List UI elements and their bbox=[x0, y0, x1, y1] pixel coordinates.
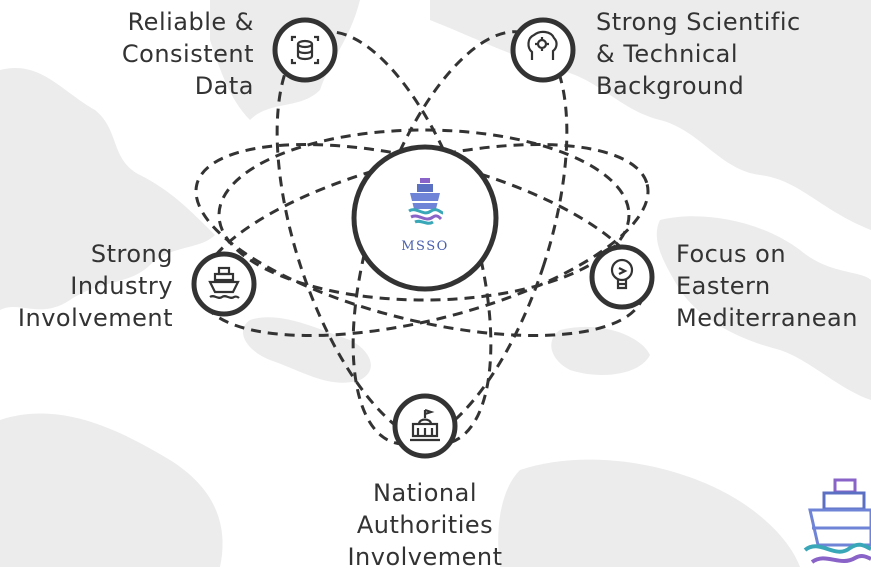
label-line: Background bbox=[596, 72, 745, 100]
node-industry bbox=[191, 251, 257, 317]
center-node bbox=[351, 144, 499, 292]
center-brand-label: MSSO bbox=[401, 239, 449, 254]
brain-gear-icon bbox=[527, 30, 558, 60]
label-focus: Focus on Eastern Mediterranean bbox=[676, 238, 858, 334]
msso-ship-logo-icon bbox=[803, 478, 871, 564]
label-line: Involvement bbox=[347, 543, 503, 571]
label-reliable: Reliable & Consistent Data bbox=[122, 6, 254, 102]
label-line: Authorities bbox=[356, 511, 494, 539]
government-building-icon bbox=[410, 408, 440, 442]
label-line: Eastern bbox=[676, 272, 771, 300]
label-industry: Strong Industry Involvement bbox=[18, 238, 173, 334]
label-line: Consistent bbox=[121, 40, 254, 68]
ship-logo-icon bbox=[408, 178, 444, 225]
label-authorities: National Authorities Involvement bbox=[320, 477, 530, 573]
orbit-horizontal bbox=[217, 128, 631, 302]
node-reliable bbox=[272, 17, 338, 83]
data-scan-icon bbox=[290, 35, 320, 65]
node-focus bbox=[589, 244, 655, 310]
label-line: Data bbox=[194, 72, 254, 100]
node-authorities bbox=[392, 393, 458, 459]
label-line: Focus on bbox=[676, 240, 787, 268]
cargo-ship-icon bbox=[208, 266, 240, 299]
label-line: Involvement bbox=[17, 304, 173, 332]
label-line: Strong Scientific bbox=[596, 8, 801, 36]
label-line: Mediterranean bbox=[676, 304, 858, 332]
label-line: National bbox=[372, 479, 477, 507]
lightbulb-icon bbox=[610, 258, 634, 290]
label-scientific: Strong Scientific & Technical Background bbox=[596, 6, 801, 102]
label-line: Reliable & bbox=[127, 8, 254, 36]
label-line: & Technical bbox=[596, 40, 739, 68]
node-scientific bbox=[510, 17, 576, 83]
label-line: Strong bbox=[90, 240, 173, 268]
label-line: Industry bbox=[70, 272, 173, 300]
